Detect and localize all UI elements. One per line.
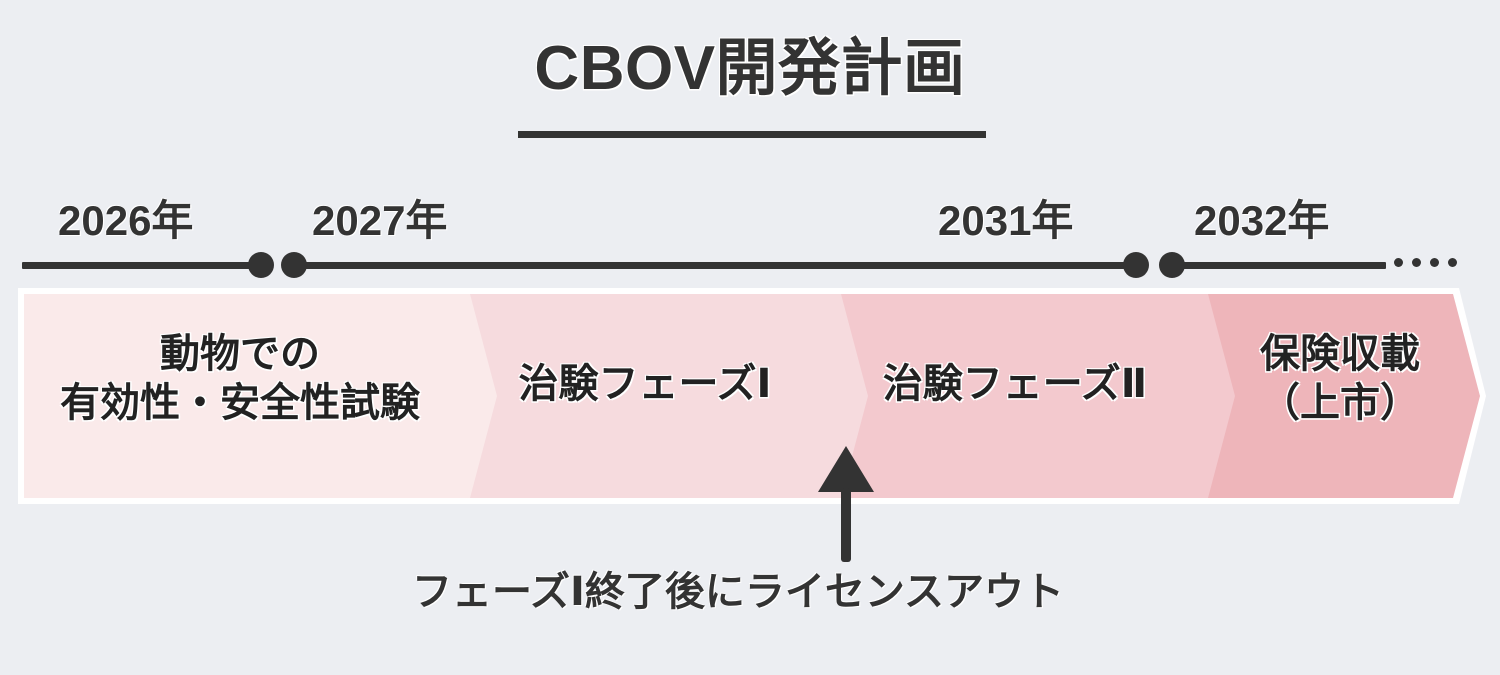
phase-segment-3	[841, 294, 1253, 498]
phase-segment-4	[1208, 294, 1480, 498]
timeline-axis-left	[22, 262, 266, 269]
page-title: CBOV開発計画	[0, 38, 1500, 100]
phase-segment-2	[470, 294, 886, 498]
phase-segment-1	[24, 294, 515, 498]
timeline-axis-right	[1166, 262, 1386, 269]
year-label-2031: 2031年	[938, 197, 1074, 244]
callout-arrow-up-icon	[806, 444, 886, 562]
timeline-axis-middle	[288, 262, 1140, 269]
page-title-text: CBOV開発計画	[534, 34, 966, 103]
callout-note-text: フェーズⅠ終了後にライセンスアウト	[411, 570, 1065, 614]
timeline-dot-marker-2031	[1123, 252, 1149, 278]
ellipsis-icon	[1394, 258, 1457, 267]
year-label-2026: 2026年	[58, 197, 194, 244]
timeline-dot-marker-2032	[1159, 252, 1185, 278]
timeline-dot-marker-2026	[248, 252, 274, 278]
title-underline	[518, 131, 986, 138]
year-label-2027: 2027年	[312, 197, 448, 244]
timeline-dot-marker-2027	[281, 252, 307, 278]
year-label-2032: 2032年	[1194, 197, 1330, 244]
phase-banner	[18, 288, 1486, 504]
callout-note: フェーズⅠ終了後にライセンスアウト	[0, 572, 1500, 612]
